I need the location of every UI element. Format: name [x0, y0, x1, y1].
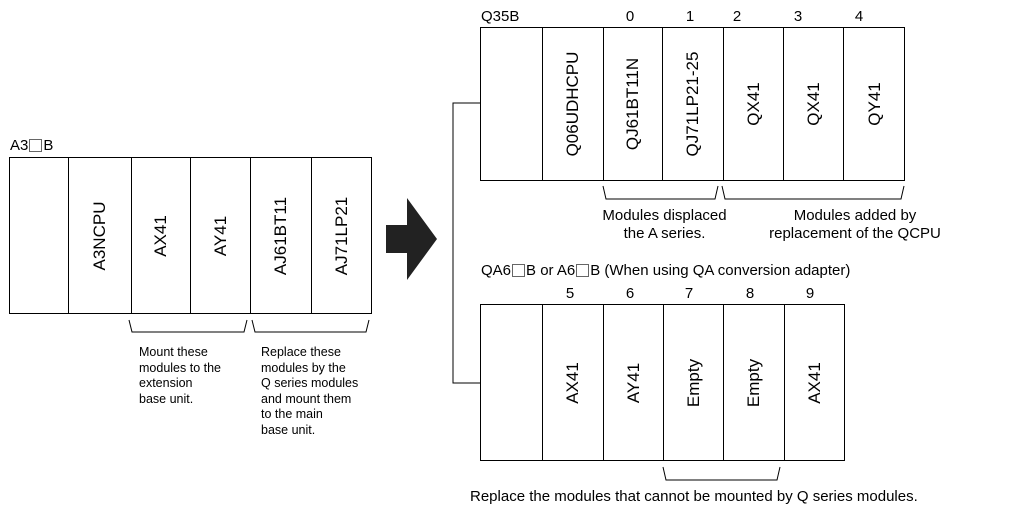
- slot-number: 2: [732, 8, 742, 25]
- left-slot-aj61bt11: AJ61BT11: [250, 158, 311, 313]
- slot-number: 9: [805, 285, 815, 302]
- module-label: AX41: [563, 361, 582, 404]
- slot-number: 3: [793, 8, 803, 25]
- note-line: replacement of the QCPU: [769, 225, 941, 242]
- slot-number: 8: [745, 285, 755, 302]
- q-slot-0: QJ61BT11N: [603, 28, 662, 180]
- note-line: base unit.: [261, 422, 316, 437]
- note-mount-extension: Mount these modules to the extension bas…: [139, 345, 221, 407]
- arrow-right-icon: [386, 198, 437, 280]
- slot-number: 5: [565, 285, 575, 302]
- note-added: Modules added by replacement of the QCPU: [735, 207, 975, 243]
- q-slot-1: QJ71LP21-25: [662, 28, 723, 180]
- placeholder-box-icon: [512, 264, 526, 277]
- note-line: Replace these: [261, 345, 341, 359]
- qa-slot-7: Empty: [663, 305, 723, 460]
- module-label: QX41: [743, 82, 763, 126]
- module-label: AY41: [623, 362, 643, 403]
- bottom-note: Replace the modules that cannot be mount…: [470, 488, 918, 505]
- slot-number: 0: [625, 8, 635, 25]
- slot-number: 6: [625, 285, 635, 302]
- placeholder-box-icon: [29, 139, 43, 152]
- q35b-base-rack: Q06UDHCPU QJ61BT11N QJ71LP21-25 QX41 QX4…: [480, 27, 905, 181]
- left-slot-ay41: AY41: [190, 158, 250, 313]
- note-line: extension: [139, 376, 193, 390]
- left-rack-title-suffix: B: [43, 137, 54, 154]
- note-line: modules to the: [139, 360, 221, 375]
- q-rack-title: Q35B: [481, 8, 520, 25]
- note-line: modules by the: [261, 360, 346, 375]
- module-label: Empty: [744, 358, 763, 407]
- q-slot-3: QX41: [783, 28, 843, 180]
- note-line: Q series modules: [261, 376, 359, 390]
- module-label: AX41: [805, 361, 824, 404]
- note-line: base unit.: [139, 391, 194, 406]
- module-label: QY41: [864, 82, 884, 126]
- slot-number: 1: [685, 8, 695, 25]
- q-slot-4: QY41: [843, 28, 905, 180]
- slot-number: 7: [684, 285, 694, 302]
- note-line: Modules displaced: [602, 207, 727, 224]
- qa-title-part: B or A6: [526, 262, 576, 279]
- qa-title-part: B (When using QA conversion adapter): [590, 262, 851, 279]
- note-line: to the main: [261, 407, 323, 421]
- note-line: Modules added by: [793, 207, 917, 224]
- q-slot-cpu: Q06UDHCPU: [542, 28, 603, 180]
- qa-slot-5: AX41: [542, 305, 603, 460]
- note-line: and mount them: [261, 391, 352, 406]
- note-displaced: Modules displaced the A series.: [598, 207, 731, 243]
- module-label: Empty: [683, 358, 703, 407]
- module-label: QJ61BT11N: [623, 57, 642, 151]
- module-label: QX41: [803, 82, 823, 126]
- left-slot-aj71lp21: AJ71LP21: [311, 158, 372, 313]
- left-rack-title: A3 B: [10, 137, 53, 155]
- qa-title-part: QA6: [481, 262, 512, 279]
- module-label: QJ71LP21-25: [683, 51, 702, 157]
- note-replace-main: Replace these modules by the Q series mo…: [261, 345, 358, 438]
- left-slot-cpu: A3NCPU: [68, 158, 131, 313]
- left-rack-title-prefix: A3: [10, 137, 29, 154]
- qa-slot-6: AY41: [603, 305, 663, 460]
- qa-rack-title: QA6 B or A6 B (When using QA conversion ad…: [481, 262, 850, 280]
- module-label: Q06UDHCPU: [563, 51, 582, 157]
- note-line: Mount these: [139, 345, 208, 359]
- note-line: the A series.: [623, 225, 706, 242]
- left-base-rack: A3NCPU AX41 AY41 AJ61BT11 AJ71LP21: [9, 157, 372, 314]
- left-slot-ax41: AX41: [131, 158, 190, 313]
- q-slot-2: QX41: [723, 28, 783, 180]
- placeholder-box-icon: [576, 264, 590, 277]
- qa-slot-9: AX41: [784, 305, 845, 460]
- qa6-base-rack: AX41 AY41 Empty Empty AX41: [480, 304, 845, 461]
- qa-slot-8: Empty: [723, 305, 784, 460]
- slot-number: 4: [854, 8, 864, 25]
